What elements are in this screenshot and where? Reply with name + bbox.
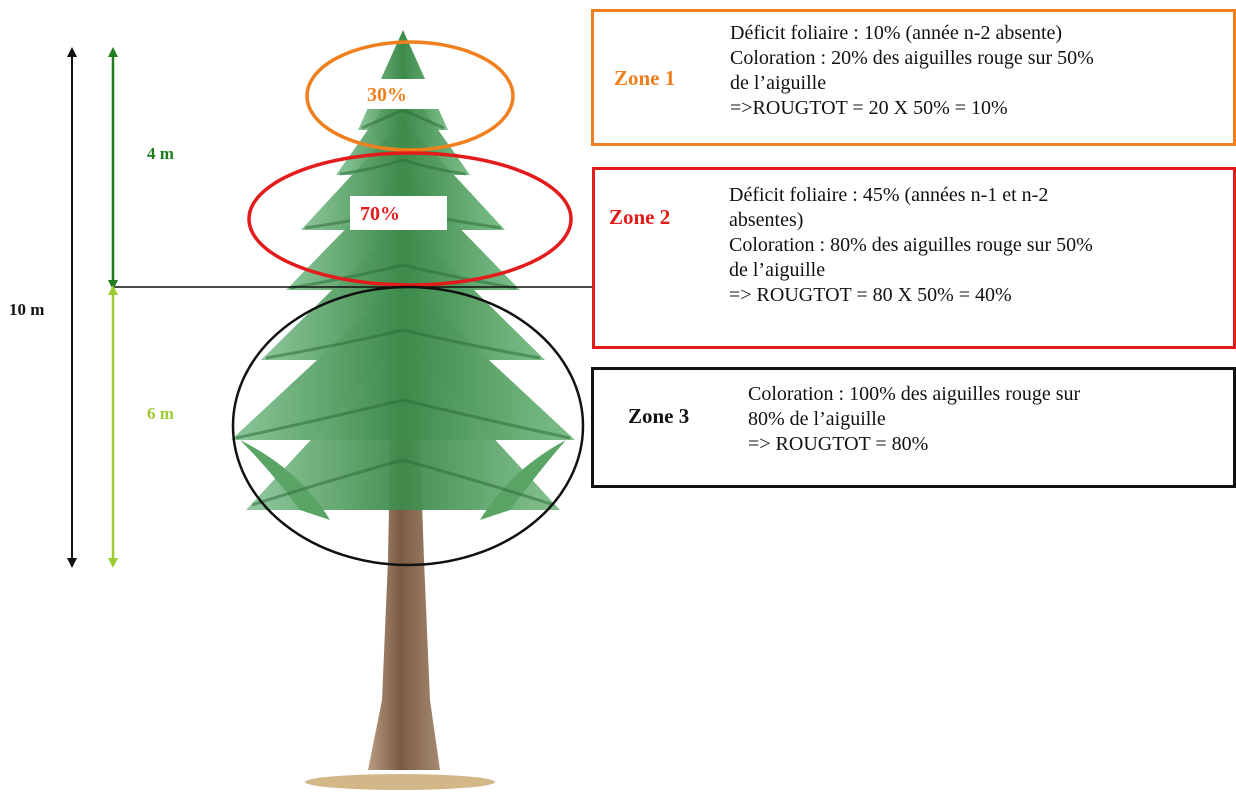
zone3-line: Coloration : 100% des aiguilles rouge su… bbox=[748, 383, 1081, 405]
zone3-description-box: Zone 3 Coloration : 100% des aiguilles r… bbox=[591, 367, 1236, 488]
zone2-line: Coloration : 80% des aiguilles rouge sur… bbox=[729, 234, 1093, 256]
zone2-line: absentes) bbox=[729, 209, 804, 231]
bottom-height-label: 6 m bbox=[147, 404, 174, 423]
zone1-line: =>ROUGTOT = 20 X 50% = 10% bbox=[730, 97, 1008, 119]
zone3-title: Zone 3 bbox=[628, 404, 690, 428]
zone1-ellipse bbox=[305, 40, 515, 152]
total-height-label: 10 m bbox=[9, 300, 44, 319]
zone3-line: 80% de l’aiguille bbox=[748, 408, 886, 430]
zone3-text: Coloration : 100% des aiguilles rouge su… bbox=[748, 382, 1080, 457]
zone2-line: de l’aiguille bbox=[729, 259, 826, 281]
zone3-line: => ROUGTOT = 80% bbox=[748, 433, 929, 455]
ground-patch bbox=[305, 774, 495, 790]
top-height-label: 4 m bbox=[147, 144, 174, 163]
zone1-description-box: Zone 1 Déficit foliaire : 10% (année n-2… bbox=[591, 9, 1236, 146]
zone2-line: => ROUGTOT = 80 X 50% = 40% bbox=[729, 284, 1012, 306]
tree-branches bbox=[235, 108, 571, 507]
zone2-pct-label: 70% bbox=[360, 203, 400, 225]
zone2-description-box: Zone 2 Déficit foliaire : 45% (années n-… bbox=[592, 167, 1236, 349]
zone2-pct-box bbox=[350, 196, 447, 230]
zone1-pct-box bbox=[353, 79, 439, 109]
zone1-text: Déficit foliaire : 10% (année n-2 absent… bbox=[730, 21, 1094, 121]
zone2-title: Zone 2 bbox=[609, 205, 671, 229]
zone1-line: Déficit foliaire : 10% (année n-2 absent… bbox=[730, 22, 1063, 44]
zone2-text: Déficit foliaire : 45% (années n-1 et n-… bbox=[729, 183, 1093, 308]
zone1-line: Coloration : 20% des aiguilles rouge sur… bbox=[730, 47, 1094, 69]
zone1-line: de l’aiguille bbox=[730, 72, 827, 94]
zone1-pct-label: 30% bbox=[367, 84, 407, 106]
zone2-line: Déficit foliaire : 45% (années n-1 et n-… bbox=[729, 184, 1049, 206]
zone1-title: Zone 1 bbox=[614, 66, 676, 90]
zone2-ellipse bbox=[247, 151, 573, 287]
